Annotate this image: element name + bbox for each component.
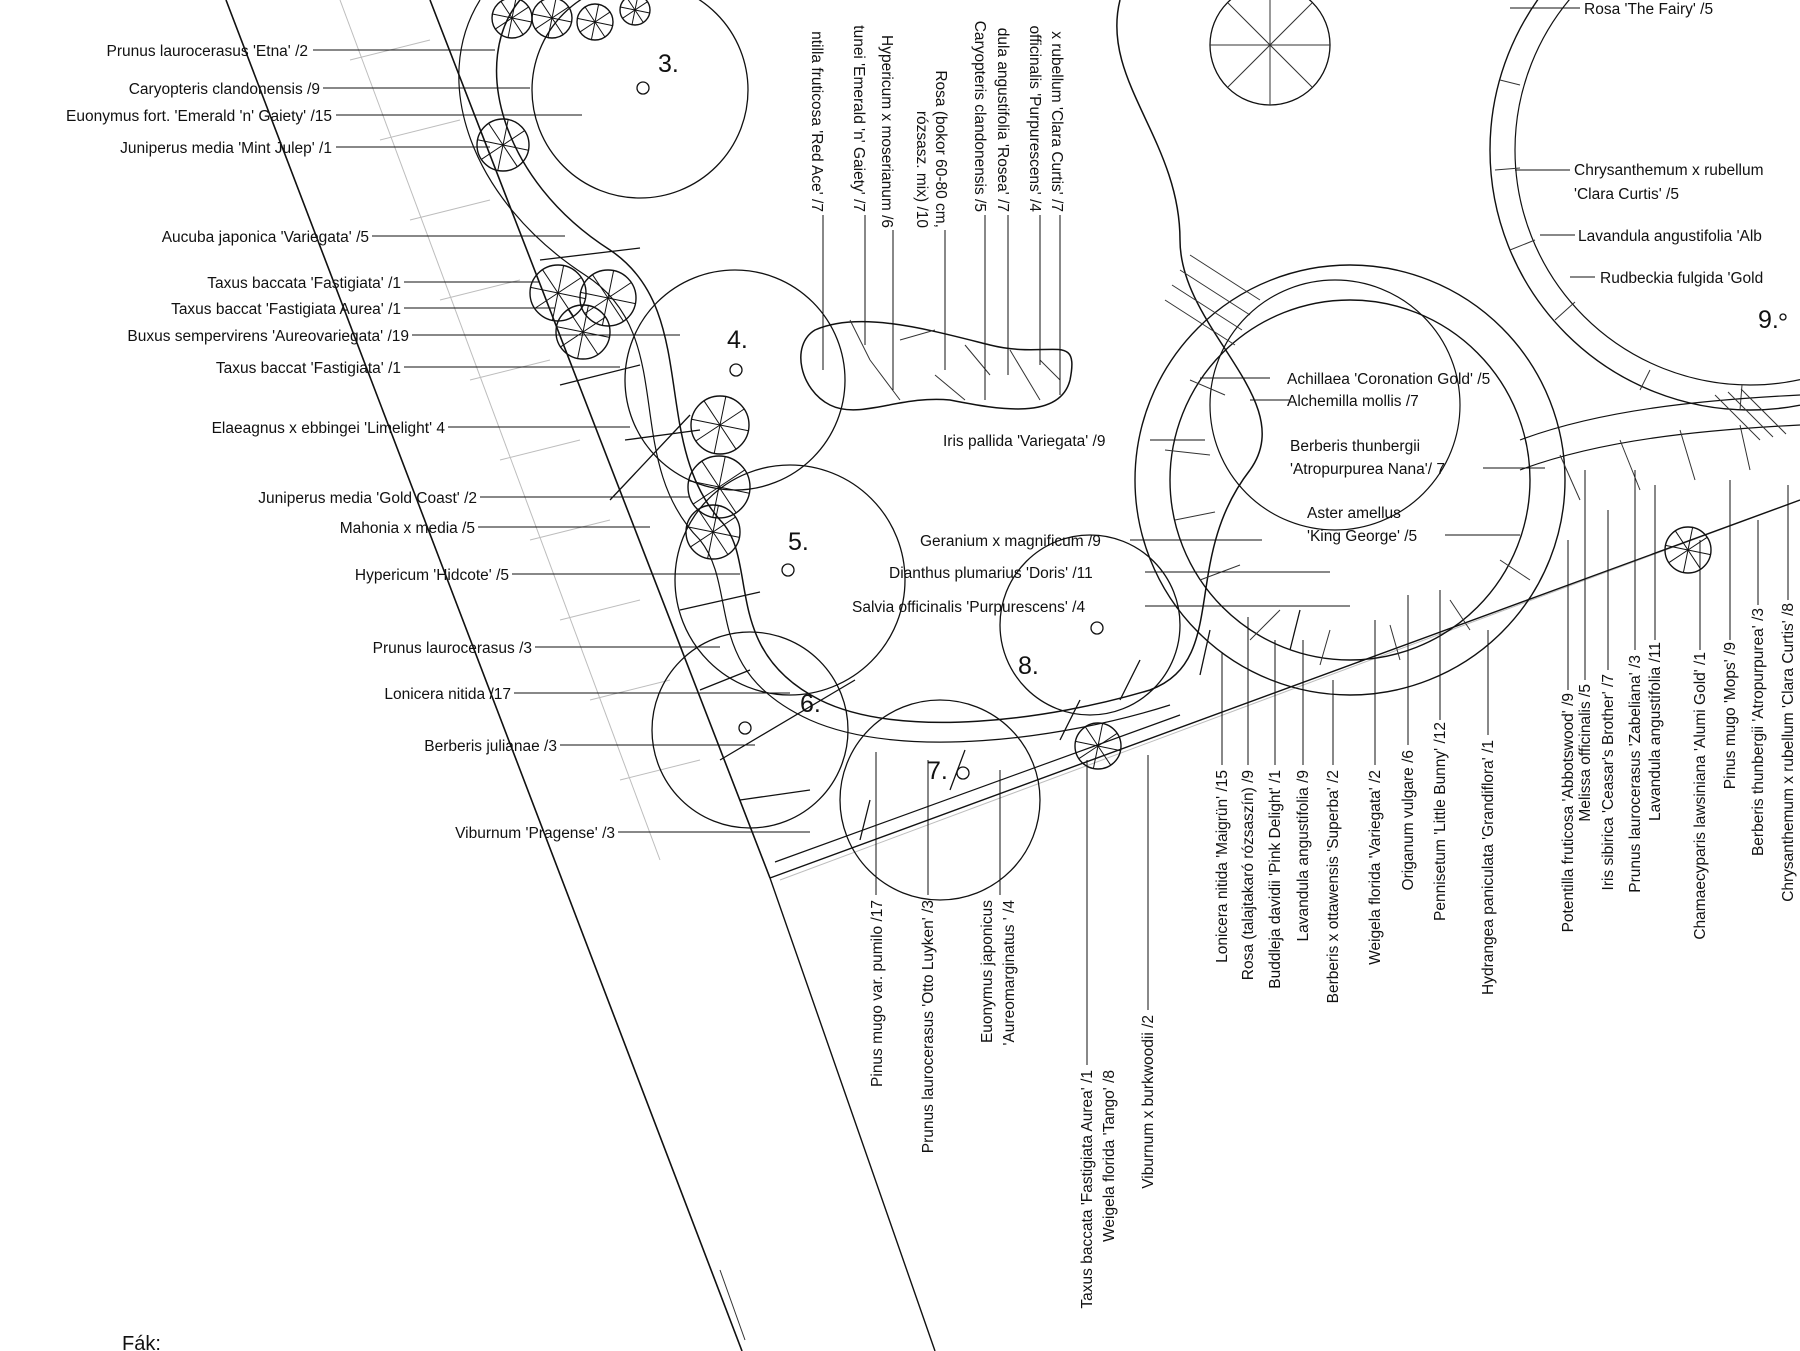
plant-label: Prunus laurocerasus 'Zabeliana' /3	[1627, 655, 1644, 893]
plant-label: Chrysanthemum x rubellum 'Clara Curtis' …	[1780, 603, 1797, 902]
plant-label: Prunus laurocerasus 'Etna' /2	[107, 43, 309, 60]
bed-number-8: 8.	[1018, 652, 1039, 680]
tree-icon	[531, 0, 573, 39]
plant-label: x rubellum 'Clara Curtis' /7	[1048, 31, 1065, 212]
tree-icon	[529, 264, 587, 322]
plant-label: Taxus baccata 'Fastigiata Aurea' /1	[1079, 1070, 1096, 1309]
bed-number-5: 5.	[788, 528, 809, 556]
plant-label: Viburnum 'Pragense' /3	[455, 825, 615, 842]
right-plant-labels: Rosa 'The Fairy' /5 Chrysanthemum x rube…	[1574, 1, 1764, 287]
plant-label: Salvia officinalis 'Purpurescens' /4	[852, 599, 1085, 616]
tree-icon	[685, 504, 741, 560]
plant-label: tunei 'Emerald 'n' Gaiety' /7	[850, 25, 867, 212]
plant-label: Achillaea 'Coronation Gold' /5	[1287, 371, 1490, 388]
plant-label: Prunus laurocerasus 'Otto Luyken' /3	[920, 900, 937, 1153]
plant-label: Berberis x ottawensis 'Superba' /2	[1325, 770, 1342, 1003]
tree-icon	[687, 455, 751, 519]
plant-label: Lavandula angustifolia /11	[1647, 642, 1664, 821]
tree-icon	[576, 3, 614, 41]
plant-label: Hydrangea paniculata 'Grandiflora' /1	[1480, 740, 1497, 995]
plant-label: Elaeagnus x ebbingei 'Limelight' 4	[212, 420, 446, 437]
bed-centers	[636, 81, 1787, 780]
left-plant-labels: Prunus laurocerasus 'Etna' /2 Caryopteri…	[66, 43, 615, 842]
plant-label: Berberis thunbergii	[1290, 438, 1420, 455]
plant-label: Dianthus plumarius 'Doris' /11	[889, 565, 1093, 582]
plant-label: Pennisetum 'Little Bunny' /12	[1432, 722, 1449, 921]
tree-icon	[1074, 722, 1122, 770]
plant-label: Iris sibirica 'Ceasar's Brother' /7	[1600, 674, 1617, 890]
leader-lines	[313, 7, 1789, 1065]
plant-label: Berberis julianae /3	[424, 738, 557, 755]
plant-label: Potentilla fruticosa 'Abbotswood' /9	[1560, 693, 1577, 932]
plant-label: Hypericum 'Hidcote' /5	[355, 567, 509, 584]
plant-label: officinalis 'Purpurescens' /4	[1026, 25, 1043, 212]
plan-structure	[225, 0, 1800, 1351]
plant-label: Geranium x magnificum /9	[920, 533, 1101, 550]
plant-label: Buxus sempervirens 'Aureovariegata' /19	[127, 328, 409, 345]
plant-label: Hypericum x moserianum /6	[878, 35, 895, 228]
bed-number-7: 7.	[927, 757, 948, 785]
plant-label: Rudbeckia fulgida 'Gold	[1600, 270, 1763, 287]
bed-number-3: 3.	[658, 50, 679, 78]
plant-label: Caryopteris clandonensis /5	[971, 21, 988, 212]
footer-label: Fák:	[122, 1333, 161, 1351]
plant-label: Pinus mugo var. pumilo /17	[869, 900, 886, 1087]
tree-icon	[690, 395, 750, 455]
plant-label: 'Aureomarginatus ' /4	[1001, 900, 1018, 1046]
plant-label: Chamaecyparis lawsiniana 'Alumi Gold' /1	[1692, 652, 1709, 940]
plant-label: Taxus baccata 'Fastigiata' /1	[207, 275, 401, 292]
plant-label: Buddleja davidii 'Pink Delight' /1	[1267, 770, 1284, 989]
plant-label: Lonicera nitida /17	[384, 686, 511, 703]
plant-label: Taxus baccat 'Fastigiata Aurea' /1	[171, 301, 401, 318]
tree-icon	[476, 118, 530, 172]
plant-label: Juniperus media 'Gold Coast' /2	[258, 490, 477, 507]
plant-label: Melissa officinalis /5	[1577, 684, 1594, 822]
plant-label: dula angustifolia 'Rosea' /7	[994, 28, 1011, 212]
tree-icon	[555, 304, 611, 360]
plant-label: rózsasz. mix) /10	[913, 111, 930, 229]
plant-label: Weigela florida 'Tango' /8	[1101, 1070, 1118, 1242]
plant-label: 'Atropurpurea Nana'/ 7	[1290, 461, 1445, 478]
plant-label: Rosa (bokor 60-80 cm,	[932, 70, 949, 228]
center-plant-labels: Iris pallida 'Variegata' /9 Geranium x m…	[852, 371, 1490, 616]
plant-label: Juniperus media 'Mint Julep' /1	[120, 140, 332, 157]
tree-icon	[491, 0, 533, 39]
plant-label: Rosa 'The Fairy' /5	[1584, 1, 1713, 18]
plant-label: Prunus laurocerasus /3	[373, 640, 532, 657]
plant-label: Lavandula angustifolia 'Alb	[1578, 228, 1762, 245]
plant-label: Chrysanthemum x rubellum	[1574, 162, 1764, 179]
plant-label: Euonymus japonicus	[979, 900, 996, 1043]
tree-icon	[579, 269, 637, 327]
tree-icon	[1664, 526, 1712, 574]
plant-label: Origanum vulgare /6	[1400, 750, 1417, 890]
plant-label: Berberis thunbergii 'Atropurpurea' /3	[1750, 608, 1767, 856]
bed-number-4: 4.	[727, 326, 748, 354]
bed-number-labels: 3. 4. 5. 6. 7. 8. 9.	[658, 50, 1779, 785]
tree-symbols	[476, 0, 1712, 770]
bed-number-9: 9.	[1758, 306, 1779, 334]
plant-label: Taxus baccat 'Fastigiata' /1	[216, 360, 401, 377]
plant-label: Euonymus fort. 'Emerald 'n' Gaiety' /15	[66, 108, 332, 125]
plant-label: Viburnum x burkwoodii /2	[1140, 1015, 1157, 1189]
plant-label: Rosa (talajtakaró rózsaszín) /9	[1240, 770, 1257, 980]
plant-label: 'Clara Curtis' /5	[1574, 186, 1679, 203]
plant-label: ntilla fruticosa 'Red Ace' /7	[808, 31, 825, 212]
bed-number-6: 6.	[800, 690, 821, 718]
plant-label: Lavandula angustifolia /9	[1295, 770, 1312, 942]
bottom-plant-labels: Pinus mugo var. pumilo /17 Prunus lauroc…	[869, 603, 1797, 1309]
plant-label: 'King George' /5	[1307, 528, 1417, 545]
plant-label: Pinus mugo 'Mops' /9	[1722, 642, 1739, 789]
plant-label: Mahonia x media /5	[340, 520, 475, 537]
plant-label: Aucuba japonica 'Variegata' /5	[162, 229, 369, 246]
plant-label: Iris pallida 'Variegata' /9	[943, 433, 1105, 450]
plant-label: Alchemilla mollis /7	[1287, 393, 1419, 410]
plant-label: Caryopteris clandonensis /9	[129, 81, 320, 98]
plant-label: Weigela florida 'Variegata' /2	[1367, 770, 1384, 965]
top-plant-labels: ntilla fruticosa 'Red Ace' /7 tunei 'Eme…	[808, 21, 1065, 229]
plant-label: Lonicera nitida 'Maigrün' /15	[1214, 770, 1231, 963]
tree-icon	[619, 0, 651, 26]
plant-label: Aster amellus	[1307, 505, 1401, 522]
